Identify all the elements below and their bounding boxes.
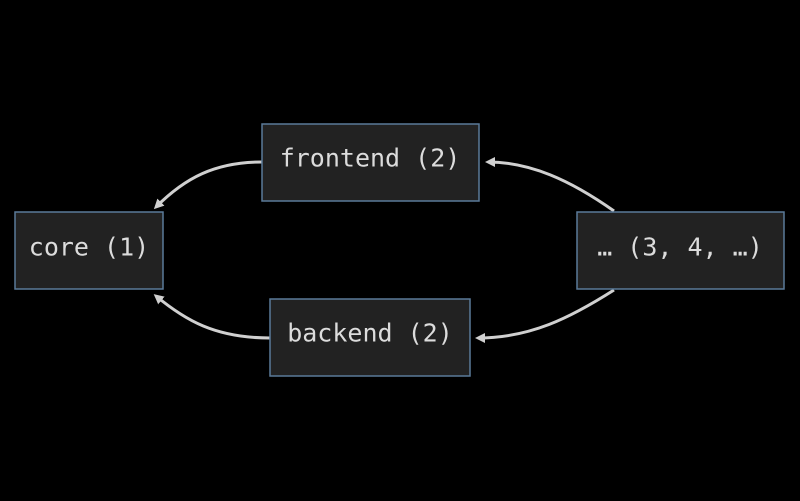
node-core-box bbox=[14, 211, 164, 290]
edge-frontend-to-core bbox=[153, 160, 263, 210]
edge-rest-to-frontend bbox=[485, 157, 615, 213]
node-frontend[interactable]: frontend (2) bbox=[261, 123, 480, 202]
edge-backend-to-core bbox=[153, 294, 271, 340]
node-frontend-box bbox=[261, 123, 480, 202]
node-rest[interactable]: … (3, 4, …) bbox=[576, 211, 785, 290]
node-rest-box bbox=[576, 211, 785, 290]
node-backend-label: backend (2) bbox=[287, 319, 453, 348]
node-rest-label: … (3, 4, …) bbox=[597, 233, 763, 262]
node-core[interactable]: core (1) bbox=[14, 211, 164, 290]
node-core-label: core (1) bbox=[29, 233, 149, 262]
node-backend[interactable]: backend (2) bbox=[269, 298, 471, 377]
node-frontend-label: frontend (2) bbox=[280, 144, 461, 173]
edge-rest-to-backend bbox=[475, 288, 615, 343]
edges bbox=[153, 157, 615, 343]
node-backend-box bbox=[269, 298, 471, 377]
